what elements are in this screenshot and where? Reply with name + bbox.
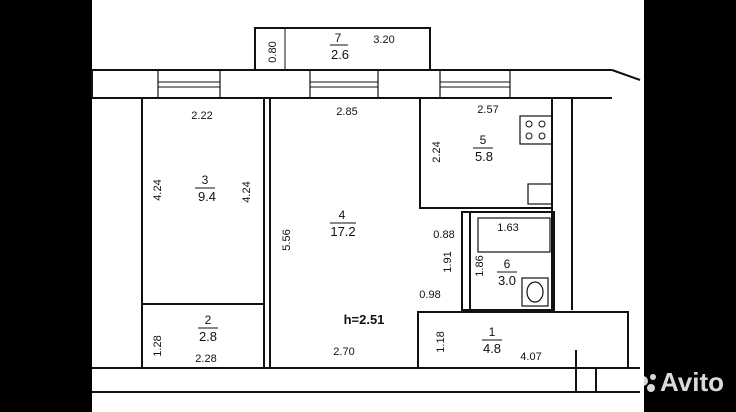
ceiling-height: h=2.51 <box>344 312 385 327</box>
room-2-area: 2.8 <box>199 329 217 344</box>
room-1-area: 4.8 <box>483 341 501 356</box>
room-3-number: 3 <box>202 173 209 187</box>
dim-balcony-width: 3.20 <box>373 34 394 46</box>
avito-watermark: Avito <box>638 367 724 397</box>
dim-room2-bottom: 2.28 <box>195 353 216 365</box>
walls <box>91 27 641 393</box>
dim-098: 0.98 <box>419 289 440 301</box>
room-2-number: 2 <box>205 313 212 327</box>
dim-room5-top: 2.57 <box>477 104 498 116</box>
dim-room3-top: 2.22 <box>191 110 212 122</box>
dim-room3-right: 4.24 <box>241 181 253 202</box>
dim-room6-right: 1.86 <box>474 255 486 276</box>
room-6-area: 3.0 <box>498 273 516 288</box>
avito-wordmark: Avito <box>660 367 724 397</box>
dim-088: 0.88 <box>433 229 454 241</box>
room-1-number: 1 <box>489 325 496 339</box>
dim-room4-top: 2.85 <box>336 106 357 118</box>
room-5-number: 5 <box>480 133 487 147</box>
room-6-number: 6 <box>504 257 511 271</box>
dim-room1-left: 1.18 <box>435 331 447 352</box>
dim-room3-left: 4.24 <box>152 179 164 200</box>
room-4-number: 4 <box>339 208 346 222</box>
avito-logo-icon <box>638 376 648 386</box>
room-7-area: 2.6 <box>331 47 349 62</box>
room-3-area: 9.4 <box>198 189 216 204</box>
room-4-area: 17.2 <box>330 224 355 239</box>
dim-bath-width: 1.63 <box>497 222 518 234</box>
dimension-labels: 3.20 0.80 2.22 4.24 4.24 2.85 5.56 2.70 … <box>152 34 542 365</box>
dim-room6-left: 1.91 <box>442 251 454 272</box>
room-7-number: 7 <box>335 31 342 45</box>
room-labels: 7 2.6 3 9.4 4 17.2 5 5.8 6 3.0 2 2.8 1 4… <box>195 31 517 356</box>
dim-balcony-depth: 0.80 <box>267 41 279 62</box>
dim-room4-bottom: 2.70 <box>333 346 354 358</box>
dim-room1-bottom: 4.07 <box>520 351 541 363</box>
dim-room4-left: 5.56 <box>281 229 293 250</box>
dim-room2-left: 1.28 <box>152 335 164 356</box>
room-5-area: 5.8 <box>475 149 493 164</box>
dim-room5-left: 2.24 <box>431 141 443 162</box>
